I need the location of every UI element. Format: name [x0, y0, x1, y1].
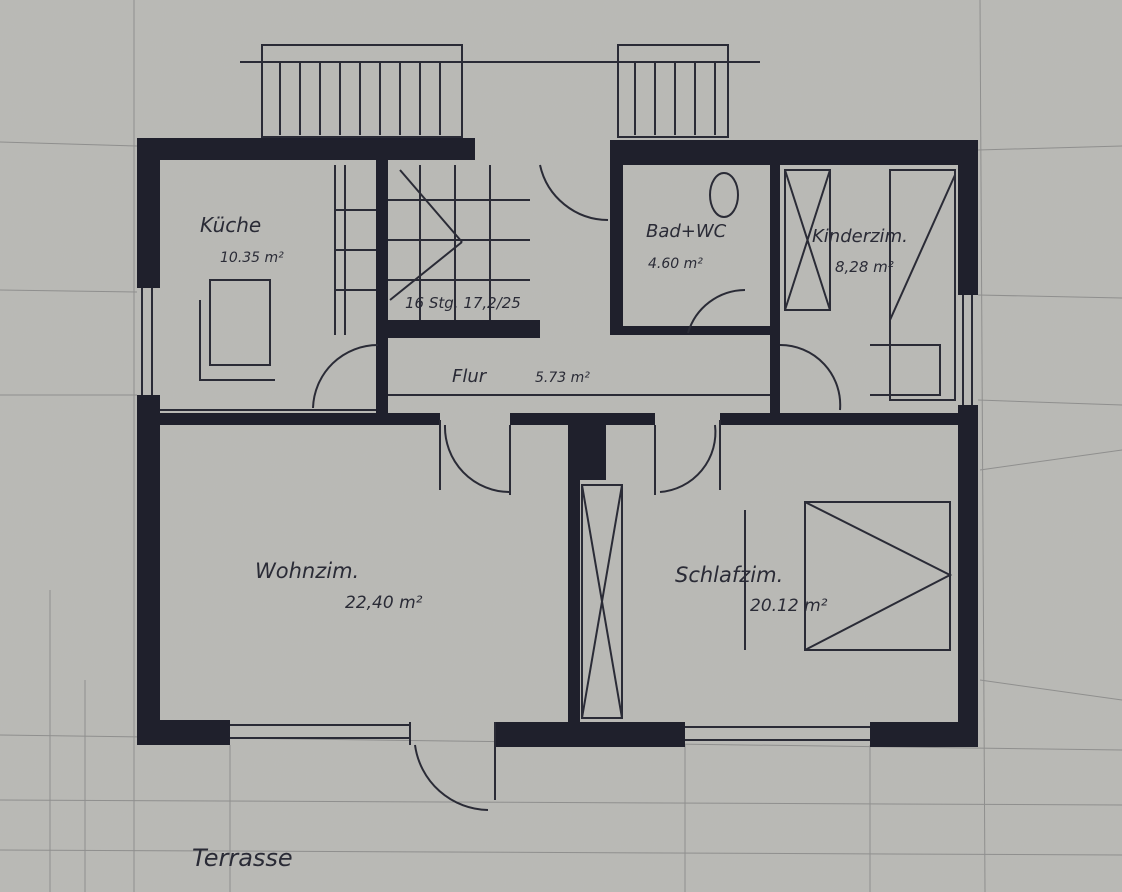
label-flur: Flur	[452, 366, 488, 387]
label-schlaf: Schlafzim.	[675, 563, 783, 587]
label-kinder: Kinderzim.	[812, 226, 908, 247]
area-flur: 5.73 m²	[535, 370, 590, 386]
label-terrasse: Terrasse	[192, 844, 293, 872]
details	[141, 164, 973, 811]
entrance-steps	[240, 44, 760, 138]
label-bad: Bad+WC	[646, 221, 727, 242]
walls	[137, 138, 978, 747]
label-wohn: Wohnzim.	[255, 559, 359, 583]
area-schlaf: 20.12 m²	[750, 596, 828, 616]
label-kueche: Küche	[200, 213, 261, 237]
stairs-note: 16 Stg. 17,2/25	[405, 294, 521, 312]
area-kueche: 10.35 m²	[220, 250, 284, 266]
room-labels: Küche 10.35 m² 16 Stg. 17,2/25 Bad+WC 4.…	[192, 213, 908, 872]
area-wohn: 22,40 m²	[345, 593, 423, 613]
area-kinder: 8,28 m²	[835, 258, 894, 276]
area-bad: 4.60 m²	[648, 256, 703, 272]
